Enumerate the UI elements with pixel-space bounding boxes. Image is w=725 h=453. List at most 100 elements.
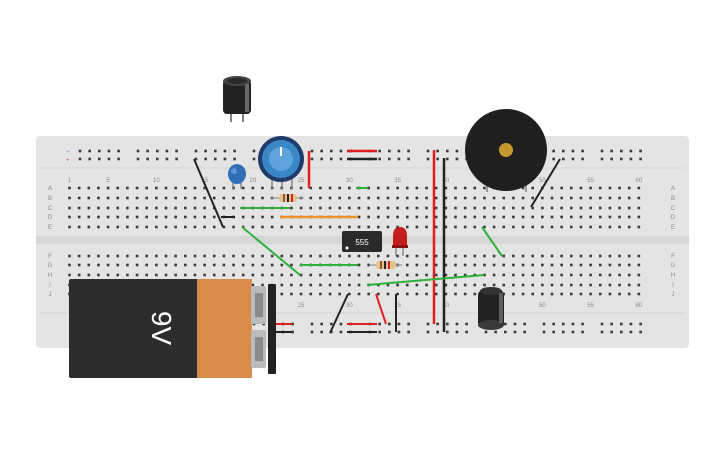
column-number: 50 (539, 303, 546, 309)
rail-hole (426, 157, 430, 161)
breadboard-hole (579, 225, 583, 229)
breadboard-hole (135, 196, 139, 200)
breadboard-hole (618, 225, 621, 229)
buzzer[interactable] (465, 109, 547, 192)
breadboard-hole (155, 263, 158, 267)
breadboard-hole (377, 206, 380, 210)
breadboard-hole (77, 263, 81, 267)
breadboard-hole (203, 196, 206, 200)
resistor-bottom[interactable] (369, 261, 402, 269)
breadboard-hole (570, 215, 573, 219)
breadboard-hole (560, 215, 563, 219)
breadboard-hole (589, 206, 592, 210)
breadboard-hole (473, 225, 477, 229)
breadboard-hole (512, 273, 515, 277)
breadboard-hole (415, 254, 419, 258)
rail-hole (388, 330, 391, 334)
breadboard-hole (241, 196, 245, 200)
breadboard-hole (454, 283, 457, 287)
breadboard-hole (135, 206, 139, 210)
breadboard-hole (328, 196, 332, 200)
led-red[interactable] (392, 227, 408, 256)
rail-hole (117, 157, 120, 161)
breadboard-hole (405, 206, 409, 210)
breadboard-hole (212, 215, 216, 219)
breadboard-hole (68, 273, 71, 277)
breadboard-hole (560, 273, 563, 277)
breadboard-hole (164, 215, 168, 219)
breadboard-hole (212, 225, 216, 229)
breadboard-hole (164, 263, 168, 267)
breadboard-hole (473, 196, 477, 200)
breadboard-hole (222, 196, 226, 200)
breadboard-hole (309, 225, 313, 229)
breadboard-hole (541, 254, 544, 258)
breadboard-hole (299, 273, 303, 277)
breadboard-hole (579, 283, 583, 287)
breadboard-hole (454, 206, 457, 210)
breadboard-hole (377, 254, 380, 258)
ic-555[interactable]: 555 (342, 231, 382, 252)
breadboard-hole (261, 215, 264, 219)
breadboard-hole (521, 263, 525, 267)
wire-green-long[interactable] (366, 274, 485, 286)
rail-hole (388, 157, 391, 161)
resistor-top[interactable] (270, 194, 304, 202)
row-letter: I (672, 283, 674, 289)
breadboard-hole (589, 186, 592, 190)
breadboard-hole (328, 283, 332, 287)
wire-green-diagonal[interactable] (241, 226, 301, 276)
breadboard-hole (212, 273, 216, 277)
rail-hole (542, 330, 546, 334)
breadboard-hole (473, 292, 477, 296)
breadboard-hole (483, 273, 486, 277)
wire-green-right[interactable] (481, 226, 503, 257)
rail-hole (562, 149, 565, 153)
capacitor-electrolytic-bottom[interactable] (478, 287, 504, 330)
breadboard-hole (377, 186, 380, 190)
breadboard-hole (627, 186, 631, 190)
breadboard-hole (241, 273, 245, 277)
breadboard-hole (502, 196, 506, 200)
wire-black-buzzer[interactable] (530, 158, 561, 208)
breadboard-hole (521, 254, 525, 258)
capacitor-electrolytic-top[interactable] (223, 76, 251, 122)
breadboard-hole (309, 186, 313, 190)
breadboard-hole (531, 186, 534, 190)
breadboard-hole (444, 196, 448, 200)
rail-hole (310, 322, 314, 326)
breadboard-hole (77, 273, 81, 277)
potentiometer[interactable] (258, 136, 304, 189)
wire-red-bottom-diagonal[interactable] (375, 293, 387, 325)
breadboard-hole (338, 292, 341, 296)
breadboard-hole (116, 215, 120, 219)
breadboard-hole (261, 273, 264, 277)
breadboard-hole (512, 283, 515, 287)
breadboard-hole (531, 225, 534, 229)
breadboard-hole (454, 215, 457, 219)
breadboard-hole (396, 273, 399, 277)
row-letter: A (48, 186, 52, 192)
breadboard-hole (531, 283, 534, 287)
breadboard-hole (531, 206, 534, 210)
breadboard-hole (280, 225, 284, 229)
breadboard-hole (396, 283, 399, 287)
breadboard-hole (608, 215, 612, 219)
rail-hole (339, 330, 343, 334)
battery-9v[interactable]: 9V (69, 279, 292, 378)
breadboard-hole (193, 225, 197, 229)
breadboard-hole (319, 196, 322, 200)
row-letter: G (48, 263, 53, 269)
wire-black-left-diagonal[interactable] (193, 158, 224, 228)
breadboard-hole (203, 254, 206, 258)
breadboard-hole (299, 283, 303, 287)
breadboard-hole (261, 196, 264, 200)
column-number: 35 (394, 303, 401, 309)
breadboard-hole (212, 196, 216, 200)
rail-hole (397, 149, 401, 153)
rail-hole (214, 149, 217, 153)
breadboard-hole (164, 196, 168, 200)
capacitor-ceramic[interactable] (228, 164, 246, 189)
wire-black-bottom-diagonal[interactable] (329, 293, 349, 334)
breadboard-hole (348, 273, 351, 277)
